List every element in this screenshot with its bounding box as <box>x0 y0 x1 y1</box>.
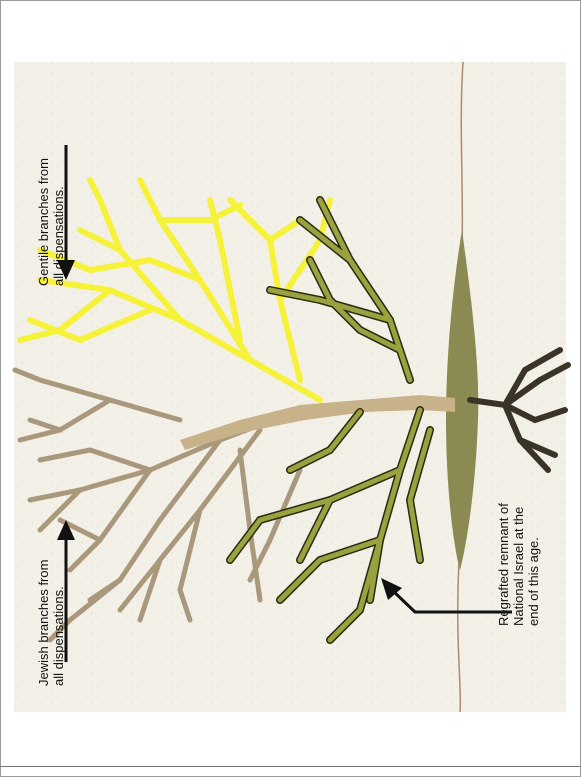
regrafted-label-line2: National Israel at the <box>511 503 526 626</box>
regrafted-label-line3: end of this age. <box>526 503 541 626</box>
gentile-label: Gentile branches from all dispensations. <box>36 158 66 286</box>
jewish-label-line2: all dispensations. <box>51 560 66 686</box>
regrafted-label: Regrafted remnant of National Israel at … <box>496 503 541 626</box>
jewish-label: Jewish branches from all dispensations. <box>36 560 66 686</box>
gentile-label-line1: Gentile branches from <box>36 158 51 286</box>
diagram-background <box>14 62 566 712</box>
gentile-label-line2: all dispensations. <box>51 158 66 286</box>
regrafted-label-line1: Regrafted remnant of <box>496 503 511 626</box>
jewish-label-line1: Jewish branches from <box>36 560 51 686</box>
